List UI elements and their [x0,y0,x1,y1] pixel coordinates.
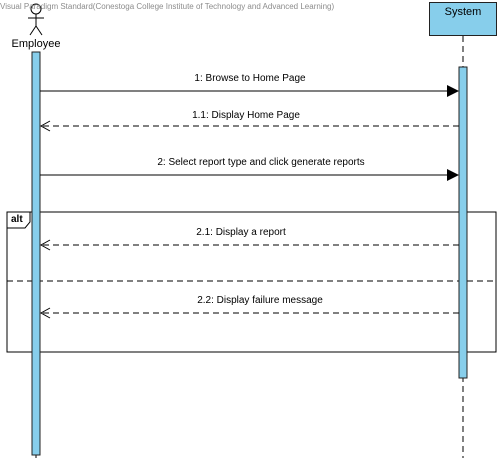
alt-fragment [6,211,497,353]
message-label-1-1: 1.1: Display Home Page [192,110,300,121]
system-lifeline-head: System [429,2,497,36]
alt-fragment-tab [6,211,31,229]
actor-stick-figure-icon [28,3,44,36]
message-arrow-1-1 [39,120,459,132]
message-arrow-2-1 [39,239,459,251]
message-label-1: 1: Browse to Home Page [194,73,306,84]
message-label-2: 2: Select report type and click generate… [157,157,365,168]
message-arrow-2-2 [39,307,459,319]
message-arrow-2 [40,169,459,181]
watermark-text: Visual Paradigm Standard(Conestoga Colle… [0,2,335,11]
message-arrow-1 [40,85,459,97]
employee-activation-bar [31,51,41,456]
actor-label: Employee [11,38,61,50]
system-activation-bar [458,66,468,379]
alt-operator-label: alt [11,214,23,225]
message-label-2-1: 2.1: Display a report [196,227,286,238]
message-label-2-2: 2.2: Display failure message [197,295,323,306]
system-label: System [444,6,482,18]
